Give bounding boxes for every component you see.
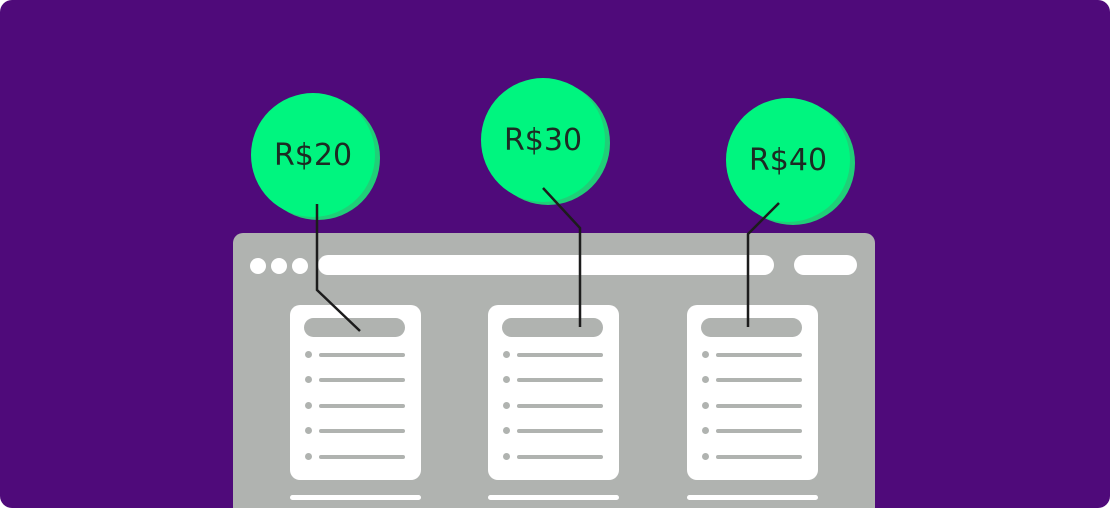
card-row [702, 453, 802, 460]
plan-card-2 [488, 305, 619, 480]
card-row [702, 351, 802, 358]
price-label: R$20 [251, 93, 375, 217]
window-dot-icon [271, 258, 287, 274]
connector-line-1 [315, 204, 361, 332]
card-row [702, 427, 802, 434]
card-row [305, 351, 405, 358]
plan-card-3 [687, 305, 818, 480]
connector-line-2 [542, 187, 582, 327]
card-row [305, 427, 405, 434]
price-label: R$30 [481, 78, 605, 202]
plan-card-1 [290, 305, 421, 480]
card-row [503, 376, 603, 383]
price-label: R$40 [726, 98, 850, 222]
browser-window [233, 233, 875, 508]
price-badge-1: R$20 [251, 93, 380, 220]
card-row [503, 351, 603, 358]
price-badge-2: R$30 [481, 78, 610, 205]
card-row [503, 453, 603, 460]
card-row [305, 453, 405, 460]
card-row [702, 376, 802, 383]
card-row [702, 402, 802, 409]
window-dot-icon [250, 258, 266, 274]
card-footer-bar [290, 495, 421, 500]
card-row [305, 376, 405, 383]
connector-line-3 [746, 202, 780, 327]
address-bar [318, 255, 774, 275]
card-header [304, 318, 405, 337]
price-badge-3: R$40 [726, 98, 855, 225]
card-header [701, 318, 802, 337]
window-button [794, 255, 857, 275]
card-row [503, 402, 603, 409]
window-dot-icon [292, 258, 308, 274]
card-row [503, 427, 603, 434]
card-header [502, 318, 603, 337]
card-row [305, 402, 405, 409]
card-footer-bar [687, 495, 818, 500]
card-footer-bar [488, 495, 619, 500]
